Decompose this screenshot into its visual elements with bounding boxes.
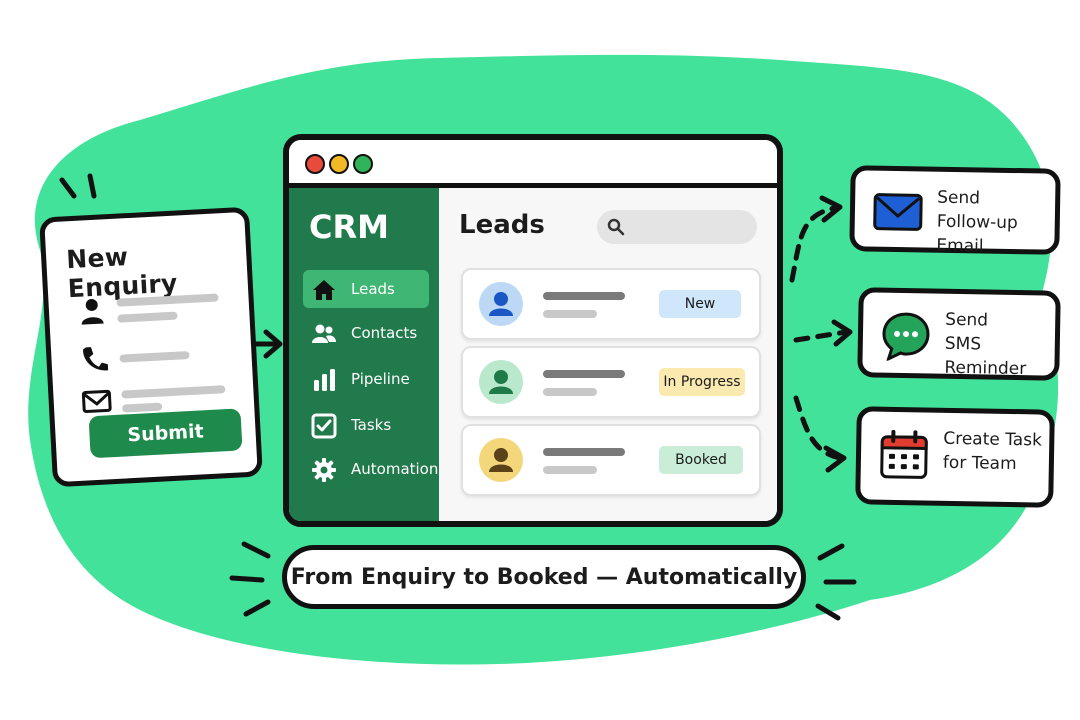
person-avatar-icon	[489, 448, 513, 472]
bar-chart-icon	[314, 369, 335, 391]
person-icon	[81, 299, 104, 325]
lead-card[interactable]: In Progress	[461, 346, 761, 418]
lead-card[interactable]: New	[461, 268, 761, 340]
home-icon	[313, 280, 335, 300]
field-line	[121, 385, 226, 399]
lead-name-line	[543, 292, 625, 300]
search-input[interactable]	[597, 210, 757, 244]
field-line	[121, 402, 163, 413]
arrow-crm-to-task	[793, 395, 843, 461]
status-badge: In Progress	[659, 368, 745, 396]
field-line	[117, 311, 178, 323]
action-card-task: Create Task for Team	[855, 406, 1055, 508]
search-icon	[607, 218, 625, 236]
arrow-crm-to-sms	[793, 329, 849, 343]
crm-sidebar: CRM Leads Contacts	[289, 188, 439, 521]
phone-field[interactable]	[79, 336, 240, 374]
nav-item-label: Leads	[351, 280, 395, 298]
page-title: Leads	[459, 210, 545, 240]
lead-name-line	[543, 448, 625, 456]
status-badge: Booked	[659, 446, 743, 474]
nav-item-pipeline[interactable]: Pipeline	[303, 360, 429, 398]
lead-name-line	[543, 370, 625, 378]
action-line-1: Create Task	[943, 428, 1043, 451]
gear-icon	[312, 458, 336, 482]
action-card-email: Send Follow-up Email	[849, 165, 1061, 257]
nav-item-label: Pipeline	[351, 370, 410, 388]
action-text: Send Follow-up Email	[936, 186, 1055, 260]
action-line-2: SMS Reminder	[944, 333, 1027, 380]
email-field[interactable]	[81, 378, 242, 416]
submit-button[interactable]: Submit	[88, 408, 243, 459]
nav-item-automation[interactable]: Automation	[303, 450, 438, 488]
maximize-dot-icon[interactable]	[353, 154, 373, 174]
enquiry-form-card: New Enquiry Submit	[39, 206, 263, 488]
mail-icon	[81, 389, 112, 413]
window-titlebar	[289, 140, 777, 188]
status-badge: New	[659, 290, 741, 318]
person-avatar-icon	[489, 370, 513, 394]
field-line	[119, 351, 190, 363]
avatar	[479, 438, 523, 482]
action-line-2: Follow-up Email	[936, 211, 1018, 257]
email-icon	[873, 193, 923, 231]
action-line-1: Send	[945, 309, 989, 331]
contacts-icon	[312, 324, 336, 343]
close-dot-icon[interactable]	[305, 154, 325, 174]
action-text: Create Task for Team	[943, 427, 1042, 477]
action-text: Send SMS Reminder	[944, 308, 1055, 382]
chat-bubble-icon	[882, 312, 930, 362]
caption-banner: From Enquiry to Booked — Automatically	[282, 545, 806, 609]
nav-item-tasks[interactable]: Tasks	[303, 406, 429, 444]
field-line	[116, 293, 219, 307]
calendar-icon	[880, 429, 928, 479]
lead-detail-line	[543, 388, 597, 396]
action-line-1: Send	[937, 187, 981, 209]
caption-text: From Enquiry to Booked — Automatically	[290, 565, 798, 590]
nav-item-label: Automation	[351, 460, 439, 478]
nav-item-contacts[interactable]: Contacts	[303, 314, 429, 352]
minimize-dot-icon[interactable]	[329, 154, 349, 174]
arrow-crm-to-email	[789, 205, 838, 283]
nav-item-leads[interactable]: Leads	[303, 270, 429, 308]
action-card-sms: Send SMS Reminder	[857, 287, 1061, 381]
nav-item-label: Contacts	[351, 324, 418, 342]
lead-detail-line	[543, 466, 597, 474]
lead-card[interactable]: Booked	[461, 424, 761, 496]
crm-logo: CRM	[309, 208, 389, 246]
person-avatar-icon	[489, 292, 513, 316]
checkbox-icon	[311, 413, 337, 439]
nav-item-label: Tasks	[351, 416, 392, 434]
crm-main-panel: Leads New	[439, 188, 777, 521]
action-line-2: for Team	[942, 452, 1017, 475]
phone-icon	[83, 347, 109, 371]
crm-window: CRM Leads Contacts	[283, 134, 783, 527]
lead-detail-line	[543, 310, 597, 318]
name-field[interactable]	[76, 288, 237, 326]
avatar	[479, 282, 523, 326]
avatar	[479, 360, 523, 404]
